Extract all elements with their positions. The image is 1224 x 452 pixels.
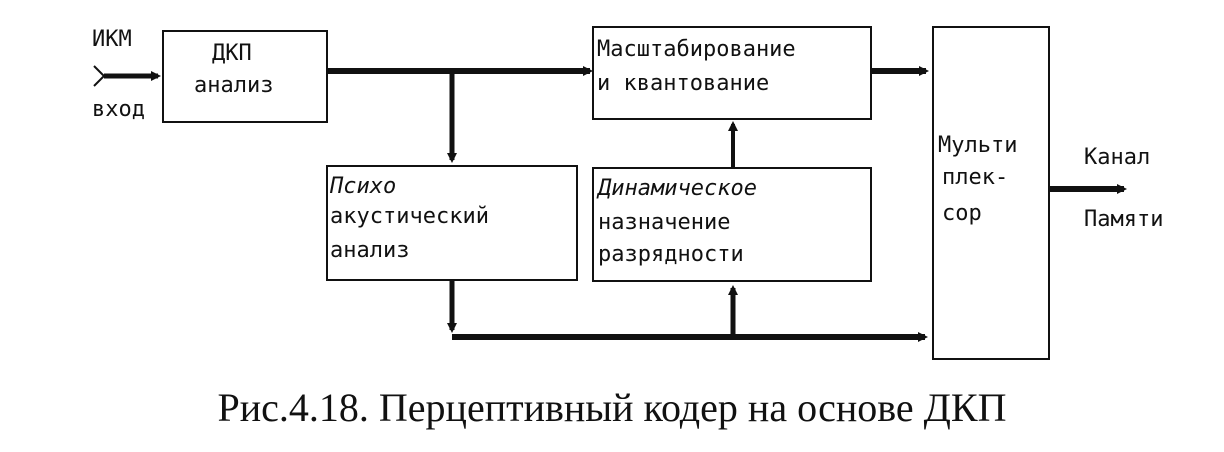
mux-block-line2: плек- — [942, 165, 1009, 190]
mux-block-line1: Мульти — [938, 133, 1018, 158]
dct-block-line1: ДКП — [212, 41, 252, 66]
scaling-block-line2: и квантование — [597, 71, 770, 96]
psycho-block-line2: акустический — [330, 204, 489, 229]
dynamic-block-line3: разрядности — [598, 242, 744, 267]
output-label-top: Канал — [1084, 145, 1151, 170]
dct-block-line2: анализ — [194, 73, 274, 98]
scaling-block-line1: Масштабирование — [597, 37, 796, 62]
psycho-block-line1: Психо — [330, 174, 397, 199]
psychoacoustic-analysis-block: Психо акустический анализ — [326, 165, 578, 281]
input-label-bottom: вход — [92, 97, 145, 122]
output-label-bottom: Памяти — [1084, 207, 1164, 232]
dynamic-bit-allocation-block: Динамическое назначение разрядности — [592, 167, 872, 282]
input-label-top: ИКМ — [92, 27, 132, 52]
dct-analysis-block: ДКП анализ — [162, 30, 328, 123]
mux-block-line3: сор — [942, 201, 982, 226]
dynamic-block-line1: Динамическое — [598, 176, 757, 201]
psycho-block-line3: анализ — [330, 238, 410, 263]
scaling-quantization-block: Масштабирование и квантование — [592, 26, 872, 120]
multiplexer-block: Мульти плек- сор — [932, 26, 1050, 360]
dynamic-block-line2: назначение — [598, 210, 731, 235]
figure-caption: Рис.4.18. Перцептивный кодер на основе Д… — [217, 385, 1007, 430]
input-chevron — [93, 65, 106, 87]
